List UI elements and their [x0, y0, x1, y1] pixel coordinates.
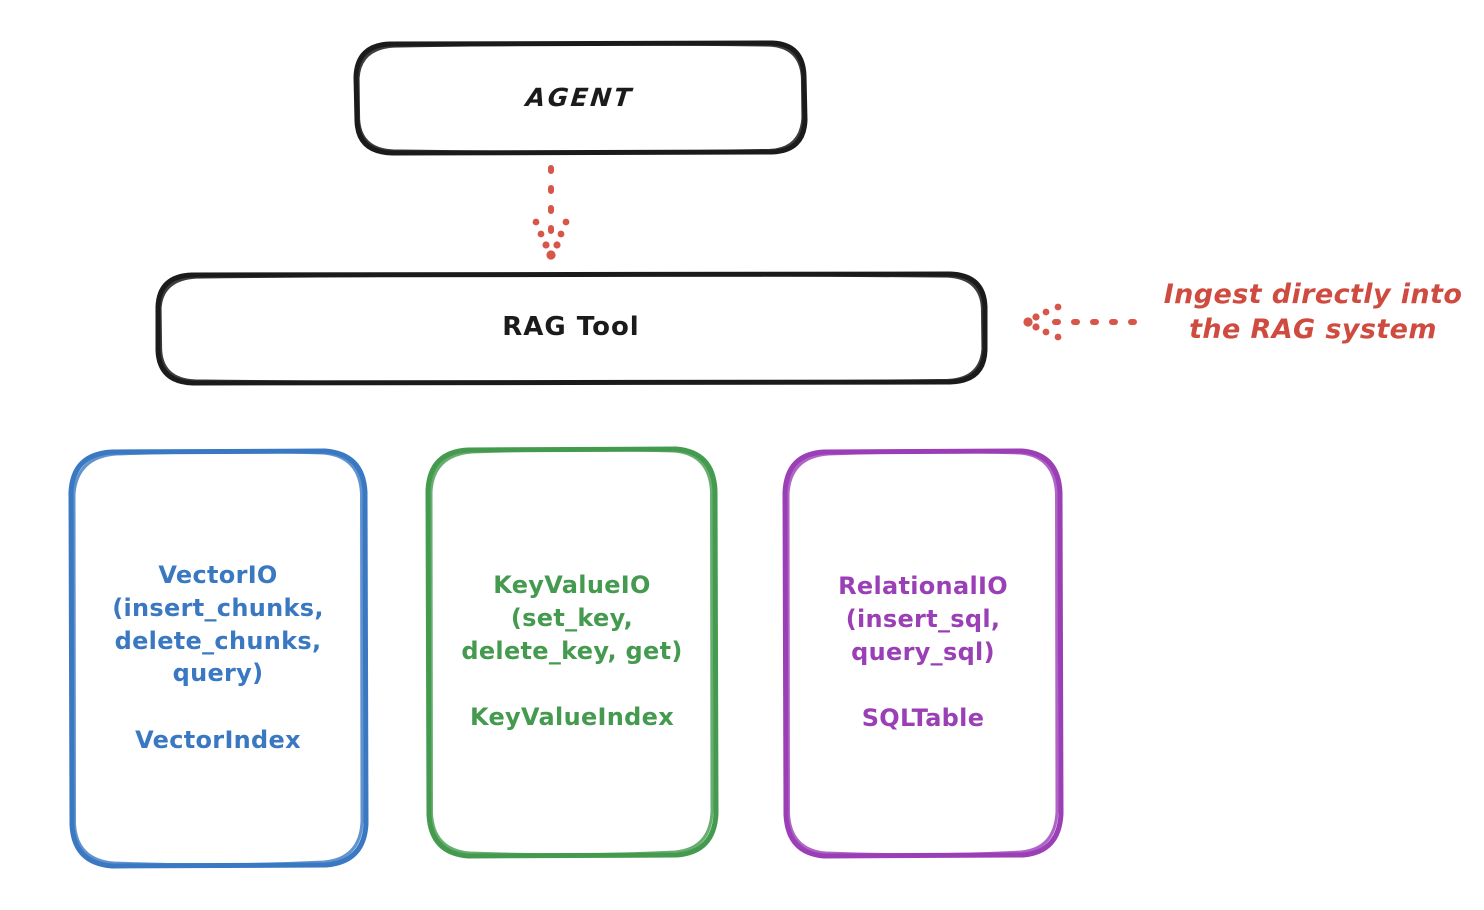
- relational-io-api-label: RelationalIO (insert_sql, query_sql): [838, 572, 1008, 666]
- rag-tool-label: RAG Tool: [502, 312, 640, 343]
- ingest-pointer-connector: [1023, 303, 1139, 341]
- dotted-arrow-down-icon: [532, 218, 570, 260]
- vector-io-api-label: VectorIO (insert_chunks, delete_chunks, …: [112, 561, 324, 688]
- relational-io-node[interactable]: RelationalIO (insert_sql, query_sql) SQL…: [785, 450, 1061, 855]
- rag-tool-node[interactable]: RAG Tool: [157, 273, 985, 383]
- agent-node[interactable]: AGENT: [355, 42, 805, 154]
- vector-io-index-label: VectorIndex: [135, 725, 301, 754]
- vector-io-node[interactable]: VectorIO (insert_chunks, delete_chunks, …: [70, 450, 366, 866]
- ingest-annotation-text: Ingest directly into the RAG system: [1163, 279, 1463, 345]
- agent-to-rag-tool-connector: [532, 165, 570, 260]
- agent-label: AGENT: [524, 83, 636, 112]
- key-value-io-node[interactable]: KeyValueIO (set_key, delete_key, get) Ke…: [428, 448, 716, 855]
- key-value-io-api-label: KeyValueIO (set_key, delete_key, get): [461, 571, 683, 665]
- dotted-arrow-left-icon: [1023, 303, 1062, 341]
- relational-io-index-label: SQLTable: [861, 704, 985, 733]
- key-value-io-index-label: KeyValueIndex: [470, 703, 674, 732]
